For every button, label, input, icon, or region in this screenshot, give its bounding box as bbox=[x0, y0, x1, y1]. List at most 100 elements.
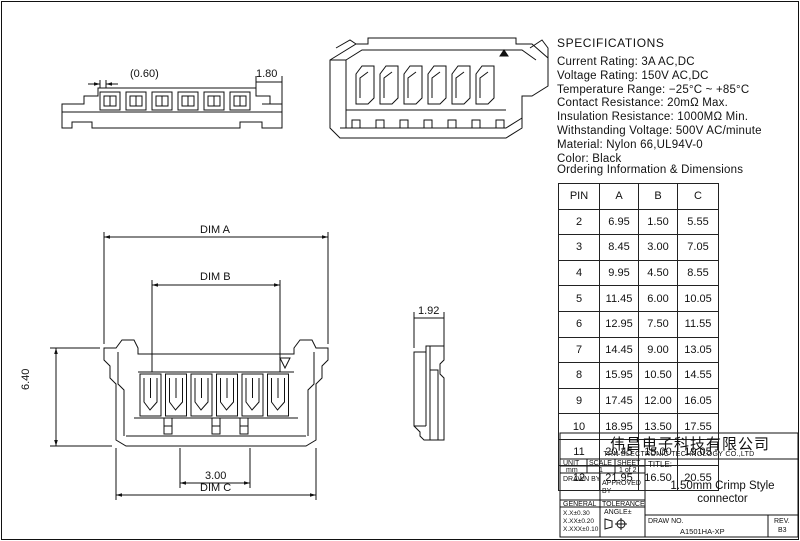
unit-value: mm bbox=[566, 467, 578, 474]
spec-line: Color: Black bbox=[557, 152, 622, 165]
top-view-cavity bbox=[151, 91, 173, 111]
table-cell: 13.50 bbox=[638, 413, 678, 440]
specifications-title: SPECIFICATIONS bbox=[557, 36, 665, 50]
iso-terminal bbox=[455, 71, 465, 98]
spec-line: Material: Nylon 66,UL94V-0 bbox=[557, 138, 703, 151]
approved-by-label: APPROVED BY bbox=[602, 480, 641, 495]
table-cell: 6 bbox=[558, 310, 600, 338]
product-title: 1.50mm Crimp Style connector bbox=[645, 480, 800, 506]
iso-cavity bbox=[427, 65, 447, 105]
spec-line: Contact Resistance: 20mΩ Max. bbox=[557, 97, 728, 110]
main-view-terminal bbox=[169, 378, 183, 411]
table-cell: 18.95 bbox=[599, 413, 639, 440]
width-top-label: 1.80 bbox=[256, 68, 278, 80]
table-cell: 12.00 bbox=[638, 387, 678, 415]
front-main-view bbox=[50, 232, 329, 500]
table-cell: 10.50 bbox=[638, 362, 678, 389]
table-cell: 16.05 bbox=[677, 387, 719, 415]
table-cell: 5 bbox=[558, 285, 600, 312]
spec-line: Insulation Resistance: 1000MΩ Min. bbox=[557, 111, 749, 124]
table-cell: 17.45 bbox=[599, 387, 639, 415]
pitch-label: 3.00 bbox=[205, 470, 227, 482]
table-cell: 3.00 bbox=[638, 234, 678, 261]
table-cell: 9.00 bbox=[638, 336, 678, 364]
iso-leg bbox=[375, 119, 385, 128]
column-header: B bbox=[638, 183, 678, 210]
iso-leg bbox=[495, 119, 505, 128]
rev-label: REV. bbox=[774, 518, 790, 525]
main-view-cavity bbox=[241, 373, 264, 417]
table-cell: 9.95 bbox=[599, 259, 639, 287]
table-cell: 11.45 bbox=[599, 285, 639, 312]
iso-terminal bbox=[407, 71, 417, 98]
iso-leg bbox=[399, 119, 409, 128]
iso-terminal bbox=[359, 71, 369, 98]
iso-cavity bbox=[451, 65, 471, 105]
angle-label: ANGLE± bbox=[604, 509, 632, 516]
side-view bbox=[413, 312, 445, 441]
iso-terminal bbox=[479, 71, 489, 98]
isometric-view bbox=[329, 37, 549, 139]
table-cell: 7.50 bbox=[638, 310, 678, 338]
table-cell: 4.50 bbox=[638, 259, 678, 287]
iso-cavity bbox=[403, 65, 423, 105]
rev-value: B3 bbox=[778, 527, 787, 534]
company-name-en: TRN ELECTRONIC TECHNOLOGY CO.,LTD bbox=[603, 451, 755, 458]
dim-a-label: DIM A bbox=[200, 224, 230, 236]
tolerance-2: X.XX±0.20 bbox=[563, 518, 595, 525]
drawn-by-label: DRAWN BY bbox=[563, 476, 601, 483]
main-view-cavity bbox=[139, 373, 162, 417]
table-cell: 8 bbox=[558, 362, 600, 389]
table-cell: 21.95 bbox=[599, 464, 639, 492]
table-cell: 9 bbox=[558, 387, 600, 415]
tolerance-1: X.X±0.30 bbox=[563, 510, 590, 517]
table-cell: 14.45 bbox=[599, 336, 639, 364]
tolerance-3: X.XXX±0.10 bbox=[563, 526, 599, 533]
table-cell: 5.55 bbox=[677, 208, 719, 236]
spec-line: Voltage Rating: 150V AC,DC bbox=[557, 69, 709, 82]
main-view-terminal bbox=[194, 378, 209, 411]
main-view-terminal bbox=[220, 378, 234, 411]
height-label: 6.40 bbox=[20, 368, 32, 390]
table-cell: 8.45 bbox=[599, 234, 639, 261]
company-name-cn: 伟昌电子科技有限公司 bbox=[609, 435, 770, 453]
spec-line: Current Rating: 3A AC,DC bbox=[557, 56, 695, 68]
table-cell: 12 bbox=[558, 464, 600, 492]
iso-cavity bbox=[379, 65, 399, 105]
table-cell: 6.00 bbox=[638, 285, 678, 312]
iso-leg bbox=[423, 119, 433, 128]
table-cell: 6.95 bbox=[599, 208, 639, 236]
iso-cavity bbox=[355, 65, 375, 105]
pitch-top-label: (0.60) bbox=[130, 68, 159, 80]
iso-cavity bbox=[475, 65, 495, 105]
main-view-cavity bbox=[267, 373, 289, 417]
scale-label: SCALE bbox=[589, 460, 612, 467]
tolerance-label: TOLERANCE bbox=[602, 501, 645, 508]
table-cell: 10.05 bbox=[677, 285, 719, 312]
spec-line: Withstanding Voltage: 500V AC/minute bbox=[557, 125, 762, 137]
title-label: TITLE: bbox=[648, 460, 673, 469]
iso-leg bbox=[351, 119, 361, 128]
column-header: PIN bbox=[558, 183, 600, 210]
table-cell: 7.05 bbox=[677, 234, 719, 261]
main-view-terminal bbox=[271, 378, 285, 411]
table-cell: 14.55 bbox=[677, 362, 719, 389]
side-width-label: 1.92 bbox=[418, 305, 440, 317]
table-cell: 13.05 bbox=[677, 336, 719, 364]
iso-terminal bbox=[431, 71, 441, 98]
iso-leg bbox=[447, 119, 457, 128]
table-cell: 16.50 bbox=[638, 464, 678, 492]
table-cell: 7 bbox=[558, 336, 600, 364]
spec-line: Temperature Range: −25°C ~ +85°C bbox=[557, 83, 750, 96]
